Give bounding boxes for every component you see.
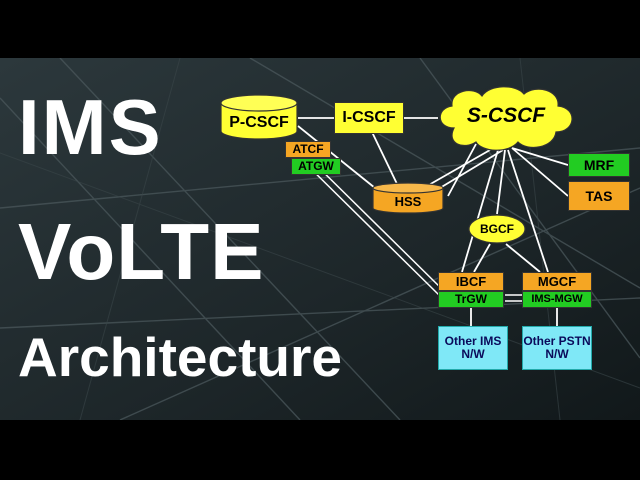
link-scscf-hub	[447, 143, 477, 197]
title-line-2: VoLTE	[18, 207, 265, 296]
link-scscf-mgcf	[507, 149, 549, 273]
other-pstn-node: Other PSTN N/W	[522, 326, 592, 370]
link-hss-scscf	[419, 149, 491, 191]
media-path-b	[305, 154, 447, 294]
title-line-3: Architecture	[18, 326, 342, 388]
hss-node: HSS	[372, 182, 444, 214]
link-bgcf-mgcf	[505, 243, 541, 273]
ims-mgw-node: IMS-MGW	[522, 291, 592, 308]
title-line-1: IMS	[18, 83, 163, 171]
atgw-node: ATGW	[291, 158, 341, 175]
cylinder-shape	[220, 94, 298, 140]
icscf-node: I-CSCF	[334, 102, 404, 134]
link-bgcf-ibcf	[473, 243, 491, 273]
other-ims-node: Other IMS N/W	[438, 326, 508, 370]
ellipse-shape	[468, 214, 526, 244]
atcf-node: ATCF	[285, 141, 331, 158]
scscf-node: S-CSCF	[432, 82, 580, 154]
tas-node: TAS	[568, 181, 630, 211]
link-icscf-hss	[371, 131, 399, 187]
mgcf-node: MGCF	[522, 272, 592, 291]
trgw-node: TrGW	[438, 291, 504, 308]
hss-label: HSS	[394, 194, 422, 209]
pcscf-label: P-CSCF	[229, 114, 289, 131]
cylinder-shape	[372, 182, 444, 214]
link-scscf-mrf	[511, 147, 569, 166]
pcscf-node: P-CSCF	[220, 94, 298, 140]
bgcf-node: BGCF	[468, 214, 526, 244]
bgcf-label: BGCF	[480, 222, 514, 236]
cloud-shape	[439, 86, 573, 151]
ibcf-node: IBCF	[438, 272, 504, 291]
scscf-label: S-CSCF	[466, 104, 546, 127]
link-scscf-ibcf	[461, 149, 499, 273]
mrf-node: MRF	[568, 153, 630, 177]
link-scscf-bgcf	[496, 149, 506, 215]
media-path-a	[299, 157, 441, 297]
link-scscf-tas	[511, 147, 569, 197]
